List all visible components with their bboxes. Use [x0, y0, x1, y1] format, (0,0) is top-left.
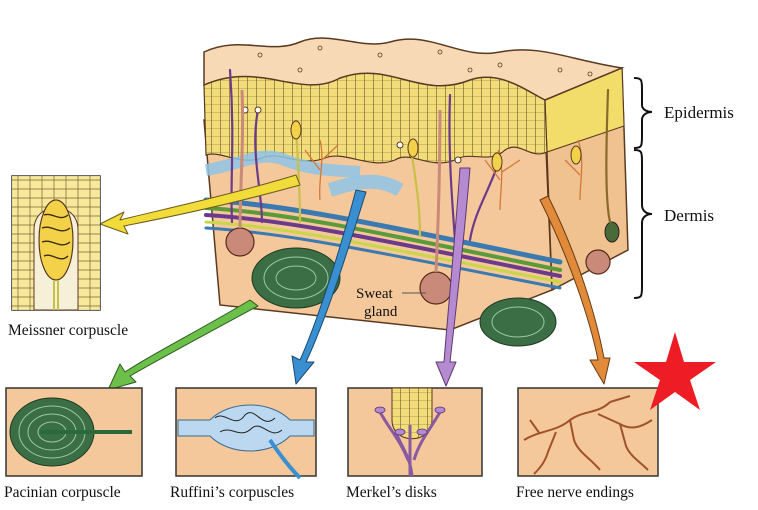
pacinian-in-block — [251, 247, 557, 347]
merkel-caption: Merkel’s disks — [346, 484, 437, 501]
sweat-gland-label-line2: gland — [364, 304, 398, 320]
free-nerve-inset — [517, 387, 659, 477]
block-top-surface — [203, 37, 625, 101]
free-nerve-caption: Free nerve endings — [516, 484, 634, 501]
sweat-gland-label-line1: Sweat — [356, 286, 393, 302]
meissner-caption: Meissner corpuscle — [8, 322, 128, 339]
ruffini-arrow — [291, 189, 367, 385]
surface-pores — [257, 45, 593, 77]
blood-vessel — [327, 174, 404, 197]
free-nerve-arrow — [539, 195, 611, 385]
pointer-arrows — [99, 167, 611, 391]
sweat-gland-coils — [225, 227, 611, 305]
nerve-bundle-cut — [604, 221, 620, 243]
star-icon — [634, 332, 716, 410]
epidermis-bracket — [633, 77, 653, 149]
ruffini-inset — [175, 387, 317, 480]
pacinian-caption: Pacinian corpuscle — [4, 484, 121, 501]
dermis-label: Dermis — [664, 206, 714, 225]
sweat-gland-ducts — [238, 89, 442, 273]
pacinian-arrow — [107, 299, 259, 391]
dermis-bracket — [633, 149, 653, 299]
meissner-corpuscles — [290, 120, 582, 172]
ruffini-caption: Ruffini’s corpuscles — [170, 484, 294, 501]
epidermis-label: Epidermis — [664, 103, 734, 122]
meissner-arrow — [99, 174, 301, 235]
pacinian-inset — [5, 387, 143, 477]
layer-brackets — [633, 77, 653, 299]
meissner-inset — [11, 175, 101, 311]
merkel-arrow — [435, 167, 471, 387]
merkel-inset — [347, 387, 483, 477]
